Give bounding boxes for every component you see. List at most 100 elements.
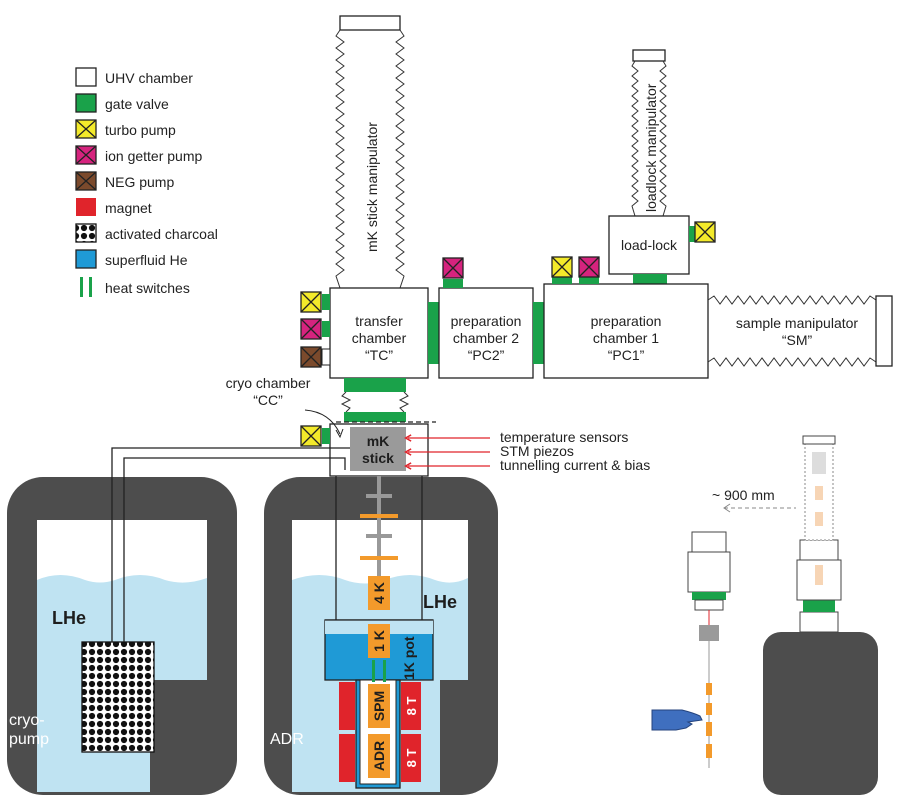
pc1-turbo-pump — [551, 256, 573, 278]
cc-turbo-gate — [322, 428, 330, 444]
svg-text:8 T: 8 T — [404, 697, 419, 716]
inset-dewar — [763, 435, 878, 795]
stage-4k: 4 K — [368, 576, 390, 610]
lhe-right-label: LHe — [423, 592, 457, 612]
legend-label-gate: gate valve — [105, 96, 169, 112]
legend-swatch-charcoal — [75, 223, 97, 243]
left-dewar: LHe cryo- pump — [7, 447, 353, 795]
cc-label-1: cryo chamber — [226, 375, 311, 391]
loadlock-turbo-pump — [694, 221, 716, 243]
cc-label-2: “CC” — [253, 392, 283, 408]
legend-label-neg: NEG pump — [105, 174, 174, 190]
legend-swatch-magnet — [76, 198, 96, 216]
preparation-chamber-1: preparation chamber 1 “PC1” — [543, 256, 709, 379]
sample-manipulator-label-2: “SM” — [782, 332, 813, 348]
svg-text:mK: mK — [367, 433, 390, 449]
mk-stick-manipulator-label: mK stick manipulator — [364, 122, 380, 252]
loadlock-manipulator: loadlock manipulator — [631, 49, 667, 217]
stage-adr: ADR — [368, 734, 390, 778]
sample-manipulator: sample manipulator “SM” — [707, 295, 893, 367]
legend-label-charcoal: activated charcoal — [105, 226, 218, 242]
svg-text:4 K: 4 K — [371, 582, 387, 604]
pc1-ion-pump — [578, 256, 600, 278]
svg-text:stick: stick — [362, 450, 394, 466]
signal-lines — [404, 434, 490, 470]
loadlock-gate-valve — [633, 274, 667, 284]
pc1-label-1: preparation — [591, 313, 662, 329]
cryopump-label-1: cryo- — [9, 712, 45, 729]
svg-text:8 T: 8 T — [404, 749, 419, 768]
legend-label-superfluid: superfluid He — [105, 252, 188, 268]
pc1-label-2: chamber 1 — [593, 330, 659, 346]
tc-label-3: “TC” — [365, 347, 393, 363]
gate-pc2-pc1 — [533, 302, 544, 364]
tc-cc-gate-valve — [336, 378, 436, 423]
pc2-ion-pump — [442, 257, 464, 279]
pc2-label-2: chamber 2 — [453, 330, 519, 346]
svg-text:ADR: ADR — [371, 741, 387, 771]
loadlock-manipulator-label: loadlock manipulator — [643, 83, 659, 212]
signal-tunnelling: tunnelling current & bias — [500, 457, 650, 473]
tc-ion-gate — [322, 321, 330, 337]
magnet-right-top: 8 T — [401, 682, 421, 730]
tc-label-1: transfer — [355, 313, 403, 329]
signal-temperature: temperature sensors — [500, 429, 628, 445]
tc-ion-pump — [300, 318, 322, 340]
charcoal-block — [81, 641, 155, 753]
svg-text:SPM: SPM — [371, 691, 387, 721]
stick-orange-rungs — [360, 514, 398, 560]
one-k-pot-label: 1K pot — [401, 636, 417, 680]
magnet-right-bottom: 8 T — [401, 734, 421, 782]
glove-icon — [651, 709, 703, 731]
legend-swatch-ion — [75, 145, 97, 165]
pc1-turbo-gate — [552, 277, 572, 284]
legend-swatch-gate — [75, 93, 97, 113]
pc2-ion-gate — [443, 279, 463, 288]
preparation-chamber-2: preparation chamber 2 “PC2” — [438, 257, 534, 379]
tc-label-2: chamber — [352, 330, 407, 346]
distance-arrow: ~ 900 mm — [712, 487, 796, 513]
legend-swatch-switch — [80, 277, 92, 297]
stage-1k: 1 K — [368, 624, 390, 658]
right-dewar: LHe ADR 1K pot 8 T 8 T — [264, 476, 498, 795]
pc2-label-3: “PC2” — [468, 347, 505, 363]
mk-stick-manipulator: mK stick manipulator — [335, 15, 405, 289]
inset-stick — [687, 531, 731, 768]
legend-swatch-neg — [75, 171, 97, 191]
stage-spm: SPM — [368, 684, 390, 728]
heat-switches — [372, 660, 386, 682]
magnet-left-top — [339, 682, 355, 730]
cc-pointer-arrow — [304, 409, 341, 435]
legend-label-switch: heat switches — [105, 280, 190, 296]
signal-piezos: STM piezos — [500, 443, 574, 459]
cryopump-label-2: pump — [9, 731, 49, 748]
legend-label-magnet: magnet — [105, 200, 152, 216]
sample-manipulator-label-1: sample manipulator — [736, 315, 859, 331]
legend-label-uhv: UHV chamber — [105, 70, 193, 86]
adr-dewar-label: ADR — [270, 731, 304, 748]
cc-turbo-pump — [300, 425, 322, 447]
tc-turbo-gate — [322, 294, 330, 310]
gate-tc-pc2 — [428, 302, 439, 364]
pc1-label-3: “PC1” — [608, 347, 645, 363]
legend-swatch-uhv — [75, 67, 97, 87]
tc-neg-connector — [321, 348, 331, 366]
pc1-ion-gate — [579, 277, 599, 284]
tc-turbo-pump — [300, 291, 322, 313]
legend-label-turbo: turbo pump — [105, 122, 176, 138]
transfer-chamber: transfer chamber “TC” — [300, 287, 429, 379]
legend-swatch-turbo — [75, 119, 97, 139]
legend: UHV chamber gate valve turbo pump ion ge… — [75, 67, 218, 297]
pc2-label-1: preparation — [451, 313, 522, 329]
svg-text:1 K: 1 K — [371, 630, 387, 652]
loadlock-turbo-gate — [689, 226, 695, 242]
mk-stick-head: mK stick — [350, 427, 406, 471]
legend-swatch-superfluid — [75, 249, 97, 269]
legend-label-ion: ion getter pump — [105, 148, 202, 164]
magnet-left-bottom — [339, 734, 355, 782]
loadlock-chamber: load-lock — [608, 215, 716, 284]
tc-neg-pump — [300, 346, 322, 368]
lhe-left-label: LHe — [52, 608, 86, 628]
loadlock-label: load-lock — [621, 237, 678, 253]
